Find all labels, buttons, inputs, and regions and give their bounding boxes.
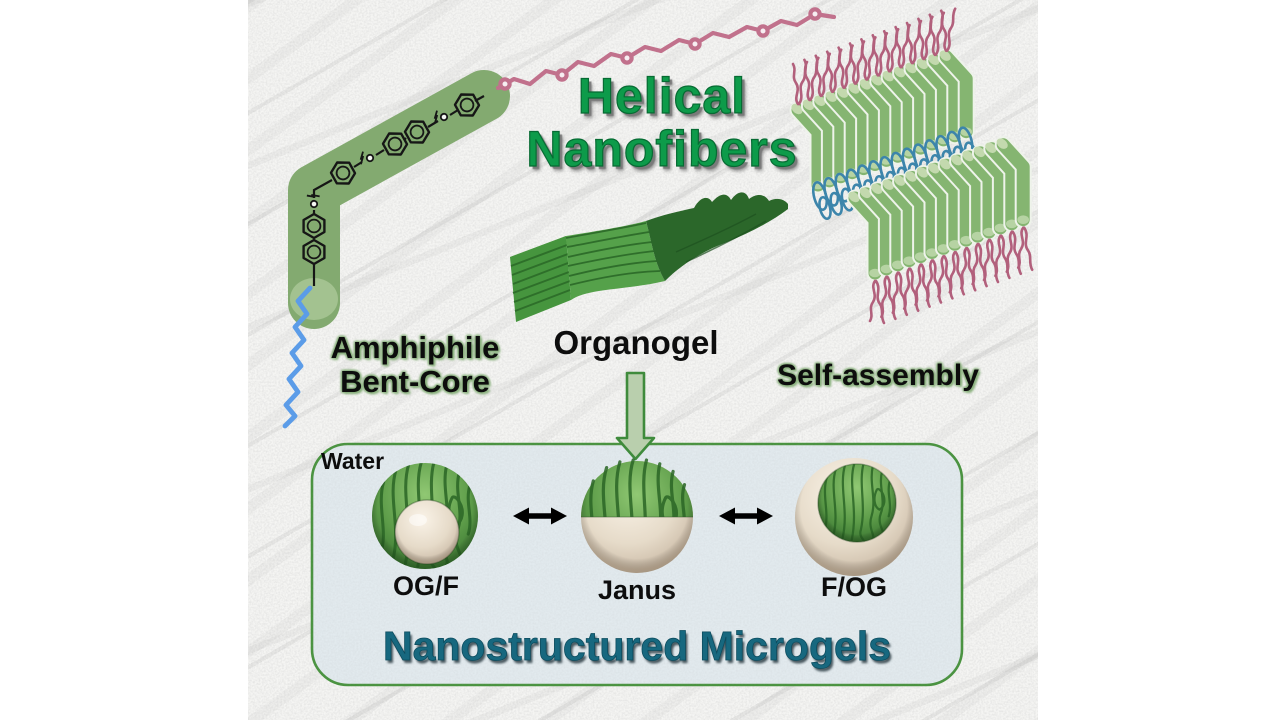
title-line2: Nanofibers: [526, 121, 798, 177]
figure-title: Helical Nanofibers: [526, 68, 798, 177]
self-assembly-label: Self-assembly: [777, 359, 979, 392]
graphical-abstract: Helical Nanofibers Amphiphile Bent-Core …: [248, 0, 1038, 720]
organogel-ribbon: [510, 192, 788, 322]
microgels-caption: Nanostructured Microgels: [382, 623, 892, 670]
abstract-artwork: [248, 0, 1038, 720]
down-arrow-icon: [615, 371, 656, 461]
f-og-label: F/OG: [821, 572, 887, 602]
title-line1: Helical: [577, 68, 747, 124]
organogel-label: Organogel: [553, 324, 719, 361]
sphere-f-og: [795, 458, 913, 576]
janus-label: Janus: [597, 575, 677, 605]
water-label: Water: [321, 448, 385, 474]
sphere-janus: [581, 458, 693, 573]
amphiphile-label: Amphiphile Bent-Core: [330, 330, 500, 399]
sphere-og-f: [372, 463, 478, 569]
og-f-label: OG/F: [393, 571, 459, 601]
alkyl-chain: [282, 285, 313, 429]
peg-chain: [495, 7, 837, 91]
